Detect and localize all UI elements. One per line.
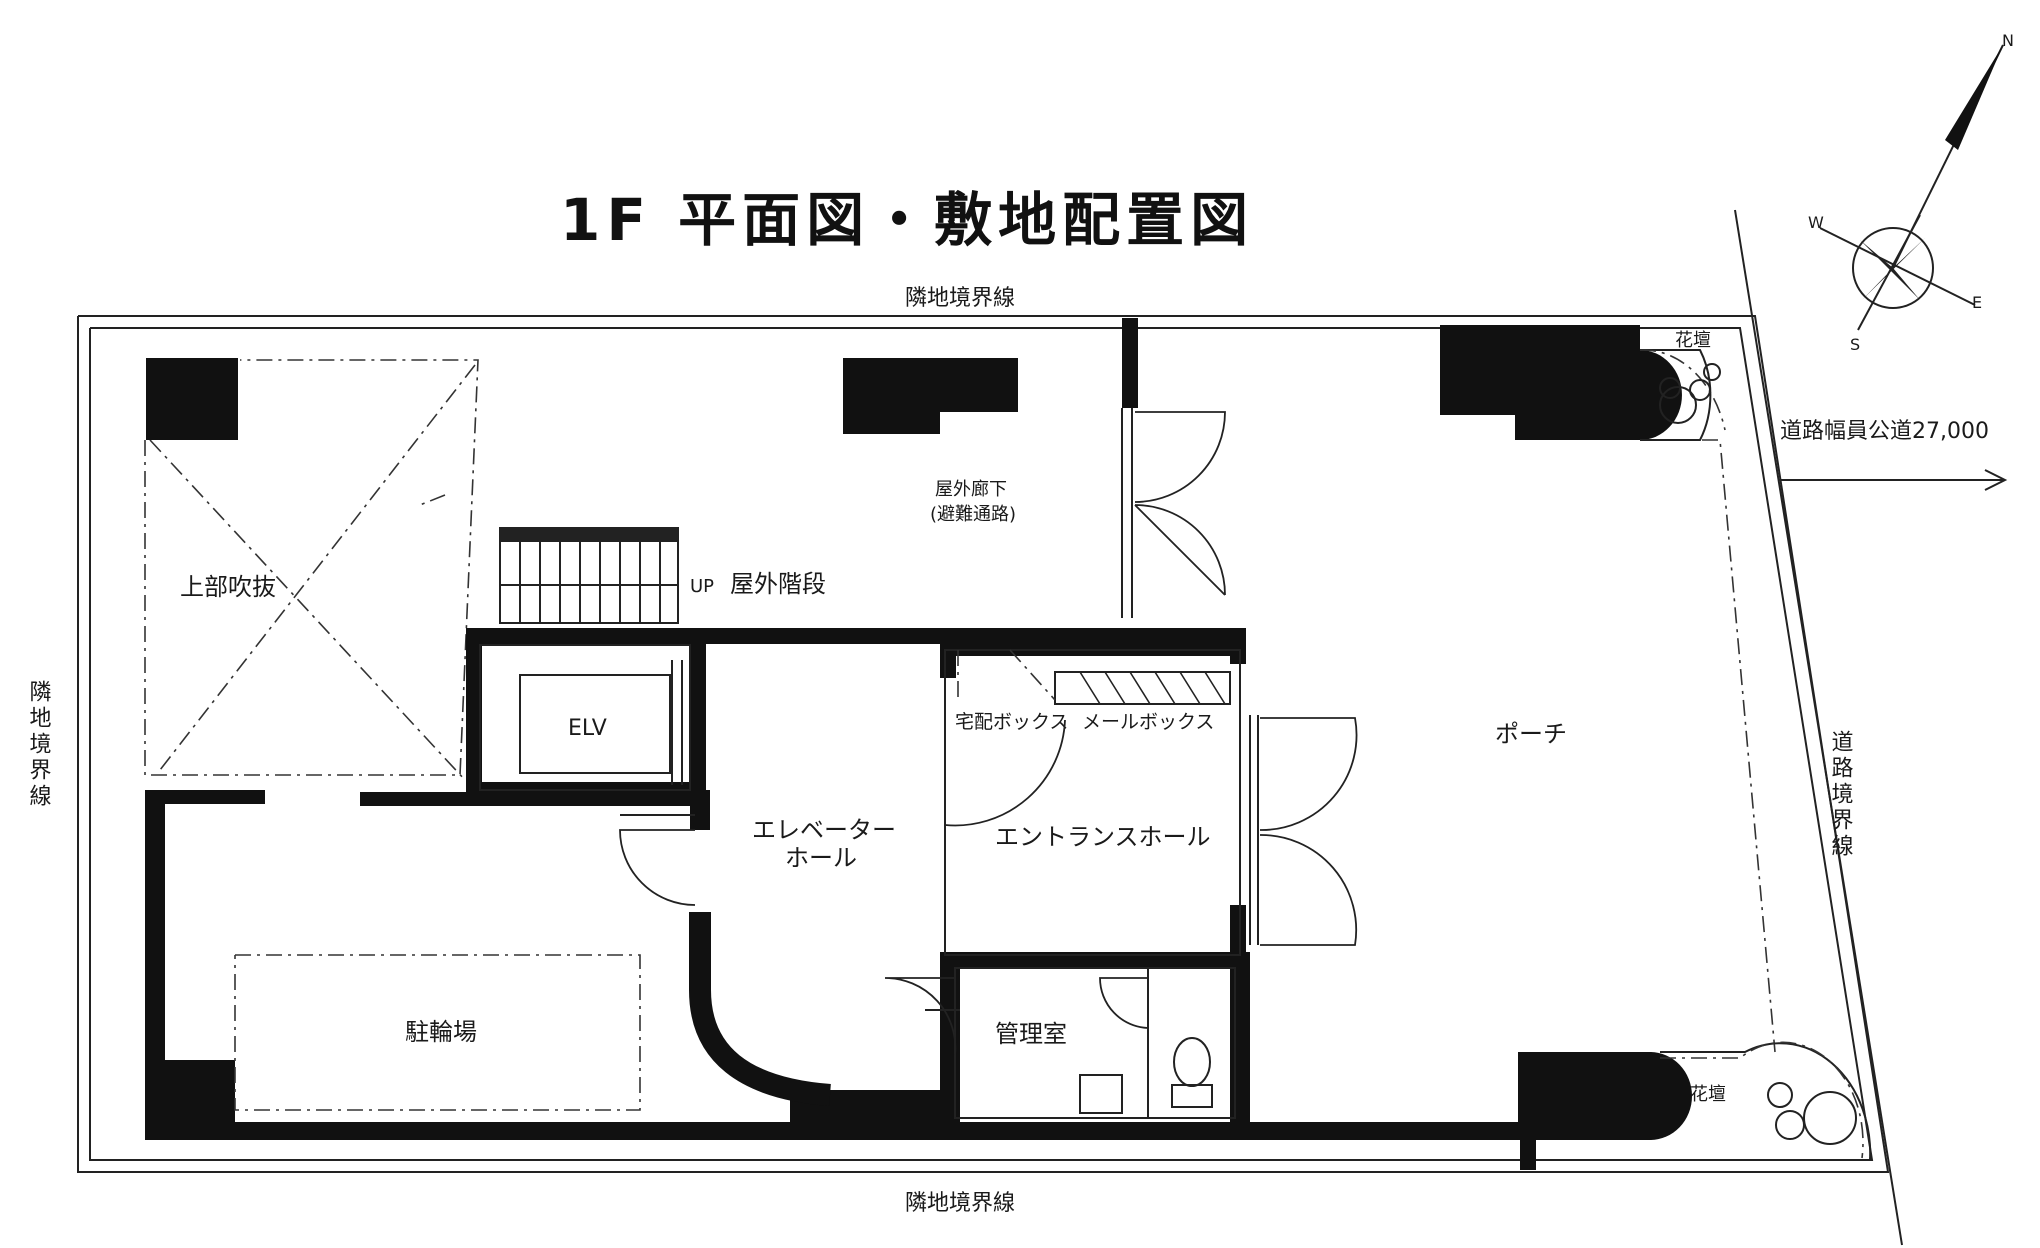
svg-text:S: S [1850, 335, 1860, 354]
elevator-hall-door [619, 829, 696, 906]
svg-text:N: N [2002, 31, 2014, 50]
void-label: 上部吹抜 [180, 573, 276, 601]
bicycle-parking-label: 駐輪場 [405, 1018, 477, 1046]
elevator-hall-label: エレベーター [752, 816, 896, 844]
mail-box-label: メールボックス [1082, 711, 1214, 733]
flower-bed-bottom-label: 花壇 [1690, 1084, 1726, 1105]
corridor-doors [1121, 408, 1226, 618]
upper-void [144, 359, 479, 781]
compass-icon: N E S W [1808, 31, 2014, 354]
entrance-doors [1249, 715, 1358, 946]
corridor-label: 屋外廊下 [935, 479, 1007, 500]
svg-text:W: W [1808, 213, 1824, 232]
bicycle-parking-area [234, 954, 641, 1111]
delivery-box-label: 宅配ボックス [955, 711, 1068, 733]
walls [145, 318, 1692, 1170]
stairs-up-label: UP [690, 576, 714, 597]
boundary-label-left: 隣地境界線 [26, 680, 52, 810]
outdoor-stairs-label: 屋外階段 [730, 570, 826, 598]
svg-text:E: E [1972, 293, 1982, 312]
site-boundary [77, 209, 1903, 1246]
elevator-hall-label-2: ホール [785, 844, 857, 872]
elevator-shaft [479, 644, 691, 791]
boundary-label-bottom: 隣地境界線 [905, 1191, 1015, 1216]
corridor-sub-label: (避難通路) [930, 504, 1016, 525]
entrance-hall-inner-door [944, 719, 1066, 827]
outdoor-stairs [499, 527, 679, 624]
management-door [884, 977, 957, 1056]
flower-bed-bottom [1660, 1041, 1872, 1161]
management-room-label: 管理室 [995, 1020, 1067, 1048]
mail-boxes [957, 649, 1231, 705]
boundary-label-top: 隣地境界線 [905, 286, 1015, 311]
toilet-icon [1171, 1037, 1213, 1108]
entrance-hall-label: エントランスホール [995, 823, 1211, 851]
elv-label: ELV [568, 716, 607, 741]
road-width-label: 道路幅員公道27,000 [1780, 419, 1989, 444]
porch-label: ポーチ [1495, 720, 1567, 748]
boundary-label-right: 道路境界線 [1828, 730, 1854, 860]
plan-title: 1F 平面図・敷地配置図 [560, 186, 1254, 254]
flower-bed-top-label: 花壇 [1675, 330, 1711, 351]
flower-bed-top [1639, 349, 1726, 441]
